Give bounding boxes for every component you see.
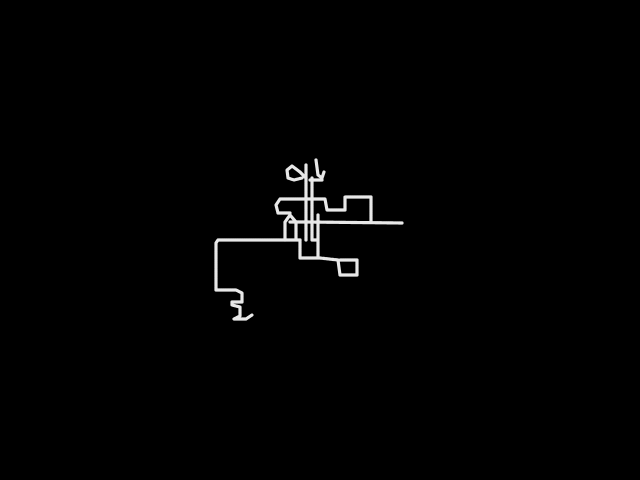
trace-segment-10 (298, 238, 359, 277)
trace-segment-0 (214, 238, 302, 321)
trace-segment-4 (314, 158, 326, 180)
line-trace (214, 158, 404, 321)
trace-segment-8 (283, 213, 298, 242)
trace-segment-6 (274, 195, 373, 224)
trace-segment-7 (304, 220, 404, 225)
trace-segment-3 (285, 164, 308, 182)
